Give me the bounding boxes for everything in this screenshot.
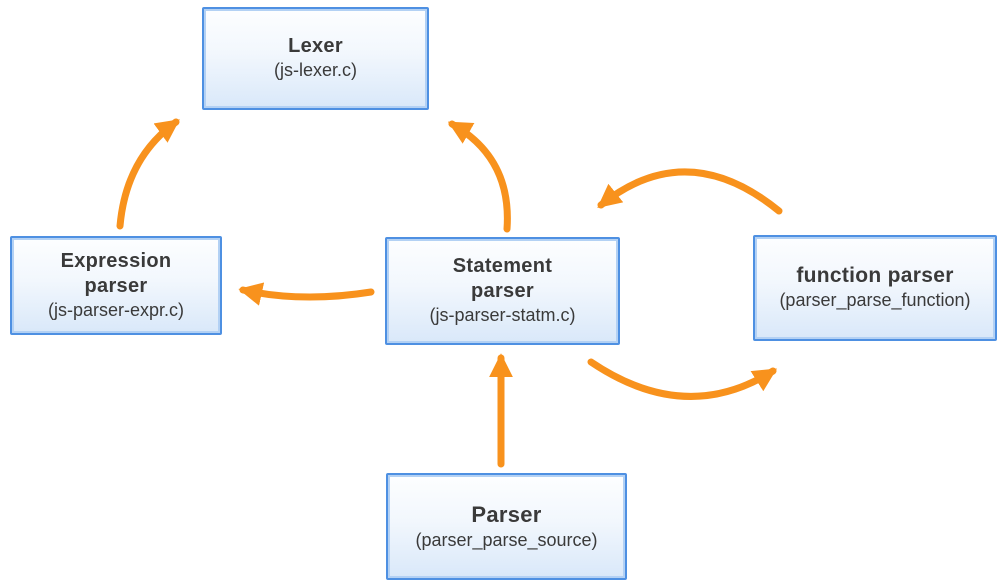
- node-lexer-title: Lexer: [288, 35, 343, 58]
- node-function-parser-title: function parser: [796, 264, 954, 288]
- node-expression-parser-subtitle: (js-parser-expr.c): [47, 299, 185, 320]
- arrow-statement-parser-to-function-parser: [587, 358, 778, 400]
- arrow-statement-parser-to-lexer: [447, 120, 511, 233]
- node-statement-parser: Statement parser (js-parser-statm.c): [385, 237, 620, 345]
- node-lexer-subtitle: (js-lexer.c): [273, 60, 357, 81]
- node-statement-parser-subtitle: (js-parser-statm.c): [429, 305, 576, 326]
- node-function-parser-subtitle: (parser_parse_function): [779, 290, 971, 311]
- node-function-parser: function parser (parser_parse_function): [753, 235, 997, 341]
- node-parser-title: Parser: [471, 502, 542, 528]
- node-parser: Parser (parser_parse_source): [386, 473, 627, 580]
- node-lexer: Lexer (js-lexer.c): [202, 7, 429, 110]
- node-statement-parser-title: Statement parser: [452, 255, 553, 303]
- node-expression-parser-title: Expression parser: [60, 249, 172, 297]
- arrow-statement-parser-to-expression-parser: [238, 282, 375, 306]
- node-expression-parser: Expression parser (js-parser-expr.c): [10, 236, 222, 335]
- arrow-function-parser-to-statement-parser: [597, 168, 783, 215]
- node-parser-subtitle: (parser_parse_source): [415, 529, 598, 550]
- arrow-expression-parser-to-lexer: [116, 118, 180, 230]
